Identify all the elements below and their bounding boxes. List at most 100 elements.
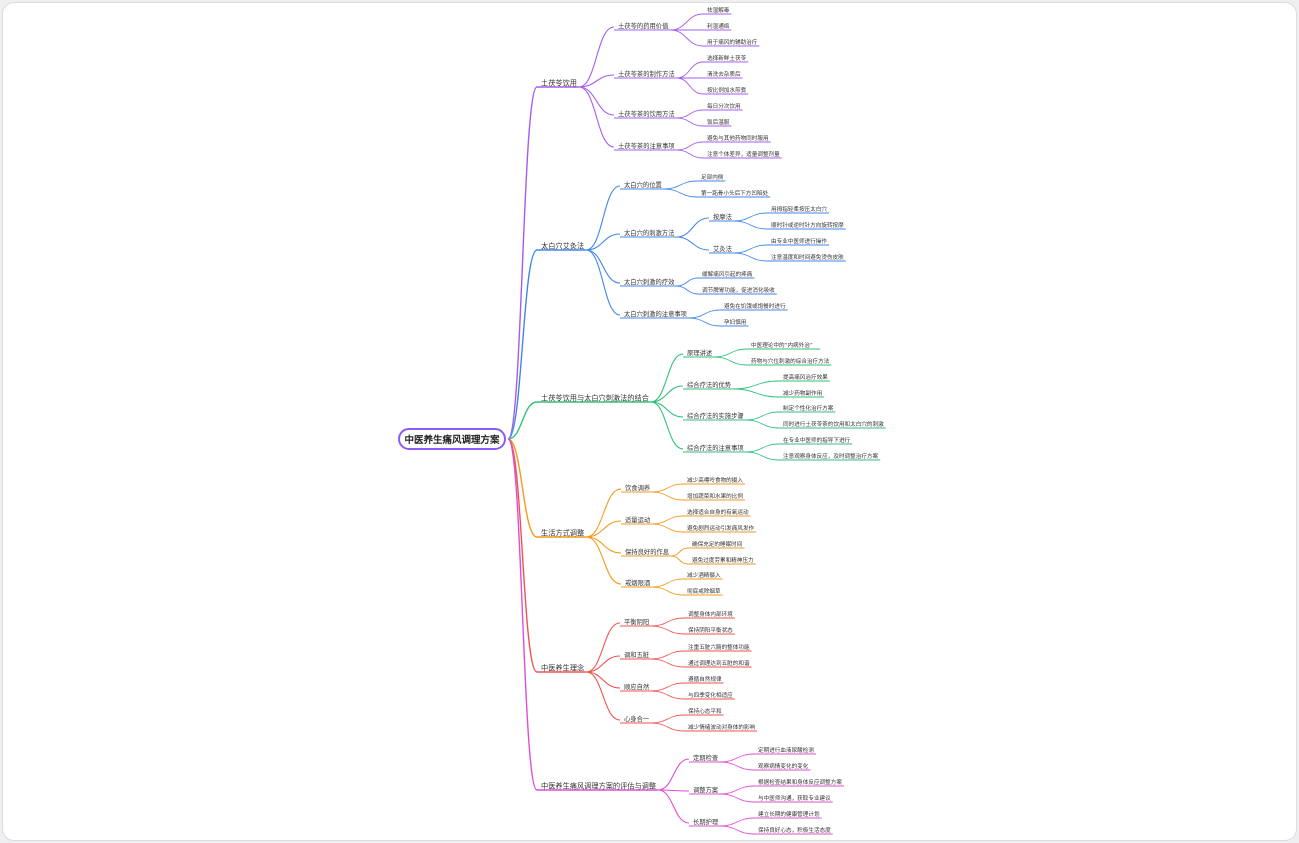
leaf-label[interactable]: 缓解痛风引起的疼痛	[702, 270, 753, 278]
branch-label[interactable]: 太白穴艾灸法	[541, 242, 584, 251]
topic-label[interactable]: 定期检查	[693, 753, 719, 762]
leaf-label[interactable]: 彻底戒除烟草	[687, 587, 721, 595]
branch-label[interactable]: 土茯苓饮用	[541, 79, 577, 88]
leaf-label[interactable]: 减少药物副作用	[783, 389, 822, 397]
topic-label[interactable]: 土茯苓茶的注意事项	[618, 141, 675, 150]
topic-label[interactable]: 心身合一	[624, 714, 650, 723]
topic-label[interactable]: 原理讲述	[687, 348, 713, 357]
leaf-label[interactable]: 通过调理达到五脏的和谐	[688, 659, 750, 667]
topic-label[interactable]: 综合疗法的优势	[687, 380, 732, 389]
leaf-label[interactable]: 选择适合自身的有氧运动	[687, 508, 749, 516]
topic-label[interactable]: 土茯苓的药用价值	[618, 21, 669, 30]
topic-label[interactable]: 土茯苓茶的制作方法	[618, 69, 675, 78]
leaf-label[interactable]: 增加蔬菜和水果的比例	[687, 492, 743, 500]
subtopic-label[interactable]: 艾灸法	[713, 244, 732, 253]
leaf-label[interactable]: 同时进行土茯苓茶的饮用和太白穴的刺激	[783, 420, 884, 428]
leaf-label[interactable]: 足部内侧	[701, 173, 724, 181]
leaf-label[interactable]: 定期进行血液尿酸检测	[758, 746, 814, 754]
leaf-label[interactable]: 注意个体差异，适量调整剂量	[707, 150, 780, 158]
leaf-label[interactable]: 注意观察身体反应，及时调整治疗方案	[783, 452, 879, 460]
leaf-connector	[652, 586, 684, 596]
topic-label[interactable]: 适量运动	[625, 515, 650, 524]
leaf-label[interactable]: 药物与穴位刺激的综合治疗方法	[751, 357, 830, 365]
leaf-label[interactable]: 减少高嘌呤食物的摄入	[687, 476, 743, 484]
leaf-label[interactable]: 保持心态平和	[688, 707, 722, 715]
leaf-connector	[676, 149, 704, 159]
topic-connector	[658, 789, 690, 824]
branch-connector	[507, 401, 538, 440]
topic-label[interactable]: 保持良好的作息	[625, 547, 669, 556]
leaf-label[interactable]: 用拇指轻柔按压太白穴	[771, 205, 827, 213]
leaf-label[interactable]: 每日分次饮用	[707, 102, 741, 110]
leaf-label[interactable]: 建立长期的健康管理计划	[758, 810, 820, 818]
leaf-label[interactable]: 清洗去杂质后	[707, 70, 741, 78]
leaf-label[interactable]: 避免在饥饿或饱餐时进行	[724, 302, 786, 310]
topic-label[interactable]: 顺应自然	[624, 682, 650, 691]
leaf-label[interactable]: 用于痛风的辅助治疗	[707, 38, 758, 46]
subtopic-connector	[676, 236, 710, 251]
topic-label[interactable]: 土茯苓茶的饮用方法	[618, 109, 675, 118]
leaf-connector	[720, 825, 755, 835]
leaf-connector	[651, 625, 685, 635]
topic-connector	[586, 488, 622, 538]
leaf-label[interactable]: 注重五脏六腑的整体功能	[688, 643, 750, 651]
leaf-label[interactable]: 遵循自然规律	[688, 675, 722, 683]
topic-label[interactable]: 综合疗法的实施步骤	[687, 411, 744, 420]
root-node[interactable]: 中医养生痛风调理方案	[398, 428, 506, 450]
topic-label[interactable]: 太白穴的刺激方法	[624, 228, 674, 237]
topic-label[interactable]: 太白穴刺激的疗效	[624, 277, 675, 286]
leaf-label[interactable]: 调整身体内部环境	[688, 610, 733, 618]
topic-label[interactable]: 饮食调养	[625, 483, 651, 492]
topic-label[interactable]: 太白穴的位置	[624, 180, 662, 189]
leaf-label[interactable]: 选择新鲜土茯苓	[707, 54, 747, 62]
topic-label[interactable]: 太白穴刺激的注意事项	[624, 309, 688, 318]
leaf-label[interactable]: 调节脾胃功能，促进消化吸收	[702, 286, 775, 294]
leaf-label[interactable]: 减少酒精摄入	[687, 571, 721, 579]
leaf-label[interactable]: 制定个性化治疗方案	[783, 404, 834, 412]
leaf-label[interactable]: 与中医师沟通，获取专业建议	[758, 794, 831, 802]
leaf-label[interactable]: 减少情绪波动对身体的影响	[688, 723, 756, 731]
leaf-connector	[652, 483, 684, 493]
leaf-label[interactable]: 根据检查结果和身体反应调整方案	[758, 778, 842, 786]
leaf-label[interactable]: 提高痛风治疗效果	[783, 373, 828, 381]
leaf-label[interactable]: 在专业中医师的指导下进行	[783, 436, 851, 444]
leaf-label[interactable]: 避免过度劳累和精神压力	[692, 556, 754, 564]
topic-connector	[586, 536, 622, 585]
leaf-label[interactable]: 利湿通络	[707, 22, 730, 30]
leaf-label[interactable]: 注意温度和时间避免烫伤皮肤	[771, 253, 844, 261]
topic-label[interactable]: 长期护理	[693, 817, 719, 826]
topic-label[interactable]: 平衡阴阳	[624, 617, 649, 626]
branch-label[interactable]: 中医养生理念	[541, 664, 584, 673]
topic-label[interactable]: 综合疗法的注意事项	[687, 443, 744, 452]
topic-label[interactable]: 调整方案	[693, 785, 719, 794]
leaf-label[interactable]: 观察病情变化的变化	[758, 762, 809, 770]
branch-label[interactable]: 生活方式调整	[541, 529, 584, 538]
leaf-label[interactable]: 与四季变化相适应	[688, 691, 733, 699]
leaf-label[interactable]: 由专业中医师进行操作	[771, 237, 827, 245]
branch-connector	[507, 249, 538, 440]
subtopic-label[interactable]: 按摩法	[713, 212, 732, 221]
leaf-label[interactable]: 确保充足的睡眠时间	[692, 540, 743, 548]
leaf-label[interactable]: 避免与其他药物同时服用	[707, 134, 769, 142]
branch-label[interactable]: 中医养生痛风调理方案的评估与调整	[541, 782, 656, 791]
leaf-label[interactable]: 第一跖骨小头后下方凹陷处	[701, 189, 769, 197]
leaf-label[interactable]: 保持阴阳平衡状态	[688, 626, 733, 634]
branch-label[interactable]: 土茯苓饮用与太白穴刺激法的结合	[541, 394, 649, 403]
leaf-connector	[663, 188, 698, 198]
topic-connector	[586, 249, 621, 316]
leaf-label[interactable]: 按比例加水煎煮	[707, 86, 747, 94]
leaf-label[interactable]: 孕妇慎用	[724, 318, 746, 326]
leaf-connector	[733, 252, 768, 262]
leaf-label[interactable]: 顺时针或逆时针方向旋转按摩	[771, 221, 844, 229]
leaf-label[interactable]: 祛湿解毒	[707, 6, 730, 14]
leaf-connector	[651, 714, 685, 724]
leaf-label[interactable]: 中医理论中的“内病外治”	[751, 341, 813, 349]
topic-connector	[650, 353, 684, 403]
leaf-label[interactable]: 避免剧烈运动引发痛风发作	[687, 524, 755, 532]
leaf-connector	[670, 13, 704, 31]
leaf-label[interactable]: 饭后温服	[707, 118, 730, 126]
leaf-label[interactable]: 保持良好心态，积极生活态度	[758, 826, 831, 834]
topic-label[interactable]: 戒烟限酒	[625, 578, 651, 587]
leaf-connector	[676, 277, 699, 287]
topic-label[interactable]: 调和五脏	[624, 650, 649, 659]
